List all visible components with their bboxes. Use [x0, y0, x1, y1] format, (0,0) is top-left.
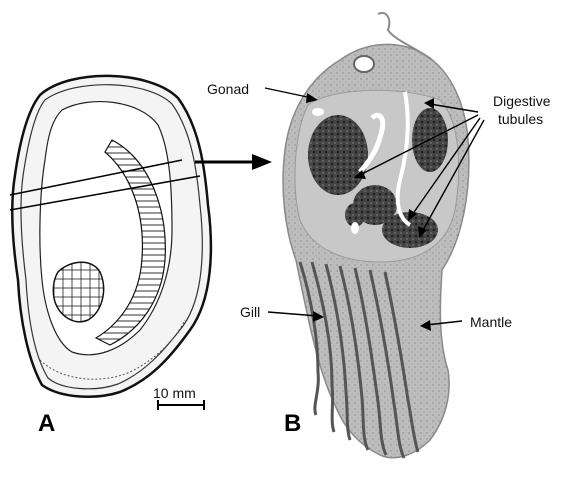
section-arrow: [195, 154, 272, 170]
histology-section: [283, 13, 469, 458]
label-gill: Gill: [240, 304, 260, 320]
label-digestive: Digestive: [493, 93, 551, 109]
label-gonad: Gonad: [207, 81, 249, 97]
panel-label-b: B: [284, 410, 301, 437]
adductor-muscle: [53, 262, 103, 322]
top-structure: [354, 56, 374, 72]
scale-bar: [158, 400, 204, 410]
gut-lumen-3: [312, 108, 324, 116]
shell-drawing: [10, 76, 211, 397]
label-mantle: Mantle: [470, 314, 512, 330]
scale-bar-label: 10 mm: [153, 385, 196, 401]
label-tubules: tubules: [498, 111, 543, 127]
digestive-cluster-1: [308, 115, 368, 195]
panel-label-a: A: [38, 410, 55, 437]
gut-lumen-4: [351, 222, 359, 234]
